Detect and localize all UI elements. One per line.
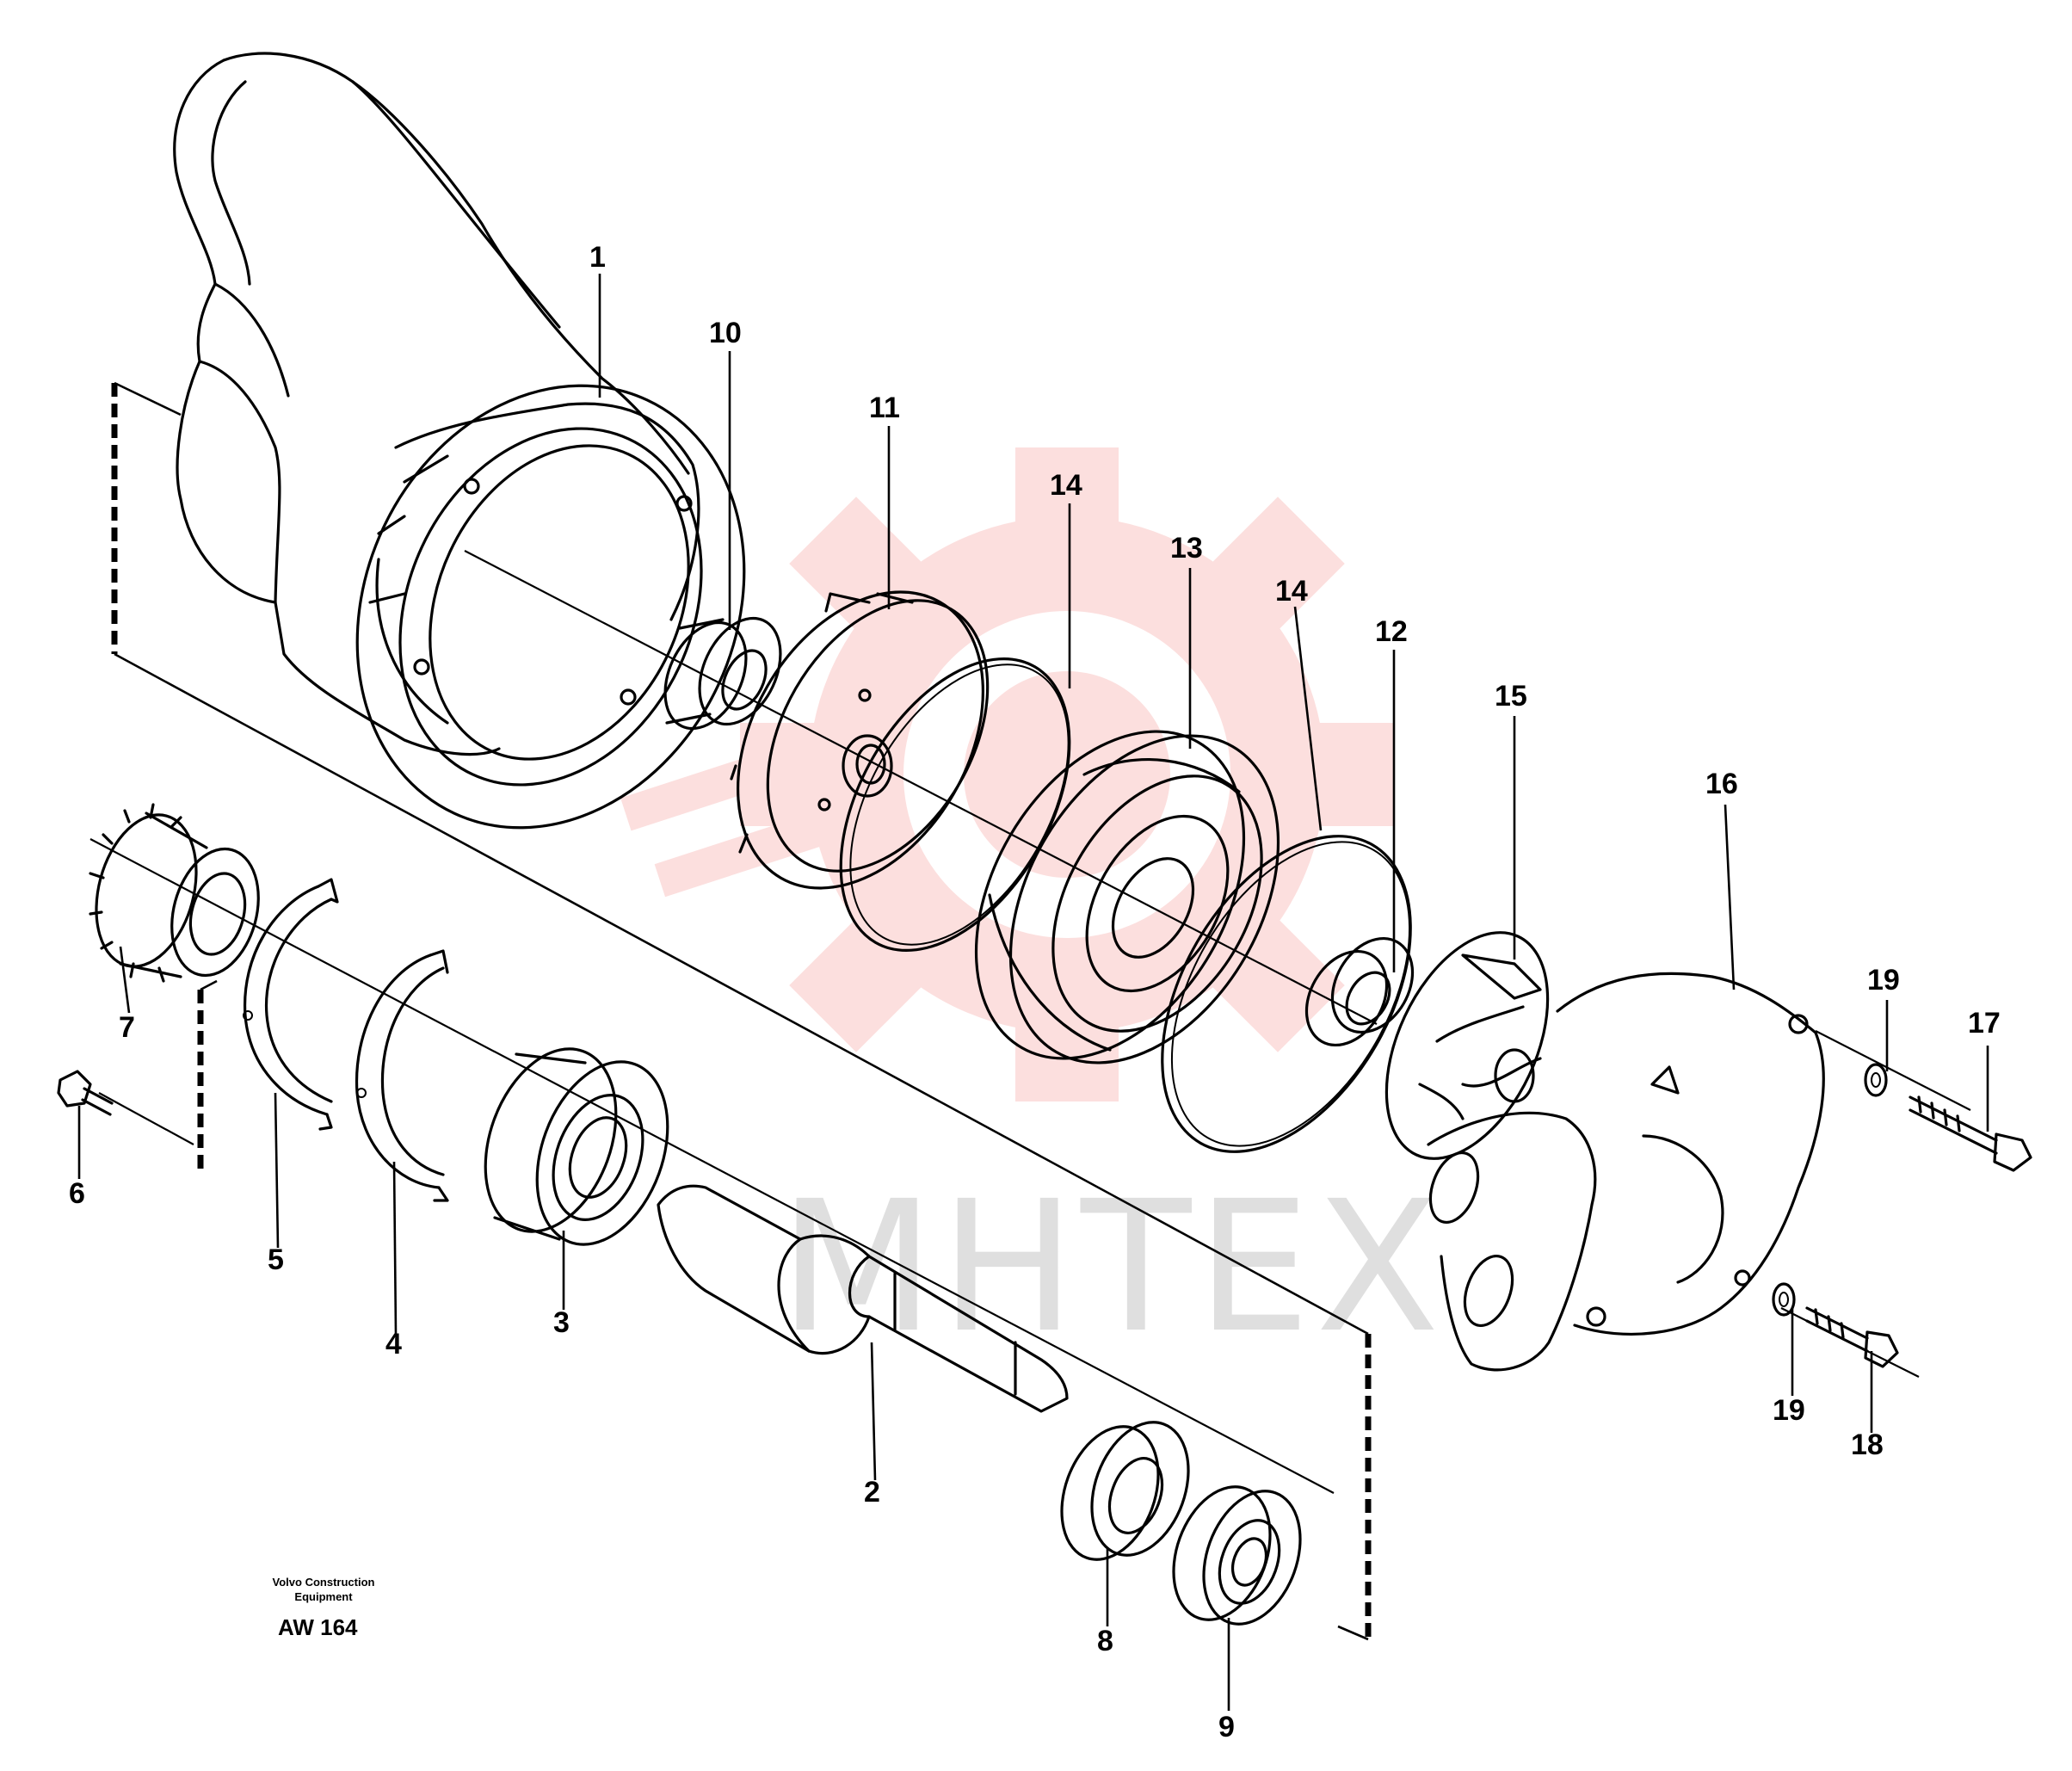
watermark-text: MHTEX (779, 1162, 1445, 1373)
part-7-gear (89, 803, 260, 983)
part-2-shaft (657, 1184, 1069, 1413)
part-18-bolt (1805, 1306, 1899, 1368)
part-19-washer-top (1864, 1063, 1888, 1097)
watermark-logo (620, 447, 1394, 1101)
callout-14-left: 14 (1050, 469, 1082, 502)
callout-10: 10 (709, 317, 742, 349)
part-8-seal-ring (1060, 1421, 1190, 1561)
callout-leaders (77, 274, 1989, 1711)
part-13-cover (974, 730, 1280, 1064)
callout-13: 13 (1170, 532, 1203, 565)
part-19-washer-bottom (1772, 1282, 1796, 1317)
callout-11: 11 (869, 392, 900, 424)
callout-4: 4 (385, 1328, 402, 1361)
callout-6: 6 (69, 1177, 85, 1210)
callout-19-bottom: 19 (1773, 1394, 1805, 1427)
callout-1: 1 (589, 241, 606, 274)
part-1-housing (173, 52, 746, 830)
diagram-caption: Volvo Construction Equipment AW 164 (273, 1576, 375, 1640)
part-4-shim (355, 949, 449, 1202)
part-15-impeller (1384, 931, 1550, 1160)
callout-3: 3 (553, 1306, 570, 1339)
caption-company-line2: Equipment (294, 1590, 353, 1603)
callout-16: 16 (1705, 768, 1738, 800)
callout-5: 5 (268, 1243, 284, 1276)
part-11-plate (730, 590, 990, 890)
part-17-bolt (1909, 1095, 2032, 1172)
caption-drawing-code: AW 164 (278, 1614, 358, 1640)
callout-14-right: 14 (1275, 575, 1308, 608)
part-6-screw (57, 1070, 114, 1116)
reference-bracket-lower (197, 979, 218, 1170)
caption-company-line1: Volvo Construction (273, 1576, 375, 1589)
callout-7: 7 (119, 1011, 135, 1044)
part-9-bearing (1172, 1485, 1302, 1626)
part-5-shim (243, 878, 339, 1131)
part-12-bushing (1304, 936, 1415, 1047)
callout-15: 15 (1495, 680, 1527, 713)
callout-12: 12 (1375, 615, 1408, 648)
callout-17: 17 (1968, 1007, 2001, 1040)
part-14-o-ring-right (1161, 835, 1412, 1153)
callout-18: 18 (1851, 1429, 1884, 1461)
callout-labels: 1 2 3 4 5 6 7 8 9 10 11 12 13 14 14 15 1… (69, 241, 2001, 1743)
callout-19-top: 19 (1867, 964, 1900, 997)
callout-2: 2 (864, 1476, 880, 1509)
reference-bracket-upper (111, 381, 1372, 1641)
part-3-bearing (484, 1047, 669, 1246)
callout-8: 8 (1097, 1625, 1113, 1657)
callout-9: 9 (1218, 1711, 1235, 1743)
part-16-pump-cover (1427, 972, 1825, 1372)
